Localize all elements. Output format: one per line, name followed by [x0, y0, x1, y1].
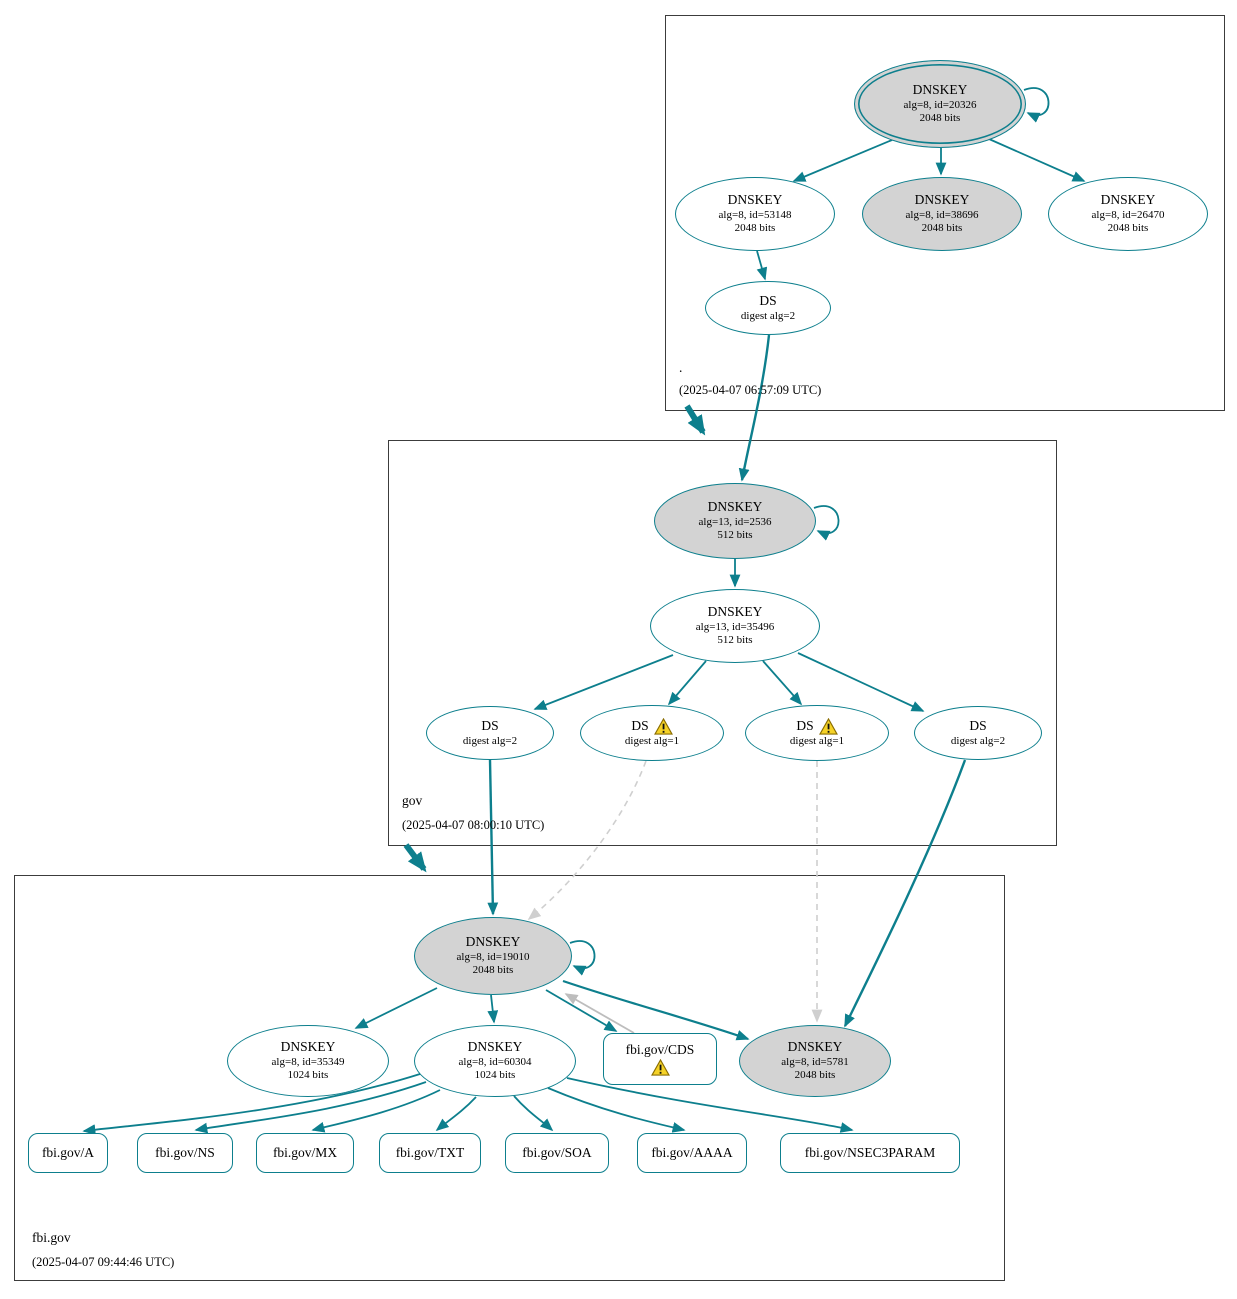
ds-node-gov-3[interactable]: DS digest alg=1: [745, 705, 889, 761]
rrset-fbi-gov-mx[interactable]: fbi.gov/MX: [256, 1133, 354, 1173]
warning-icon: [653, 717, 673, 735]
dnskey-detail: alg=8, id=20326: [903, 98, 977, 111]
rrset-fbi-gov-txt[interactable]: fbi.gov/TXT: [379, 1133, 481, 1173]
zone-timestamp-gov: (2025-04-07 08:00:10 UTC): [402, 818, 545, 832]
ds-detail: digest alg=1: [789, 734, 845, 747]
dnskey-bits: 2048 bits: [921, 222, 963, 235]
zone-label-fbi: fbi.gov: [32, 1230, 71, 1245]
dnskey-bits: 2048 bits: [472, 964, 514, 977]
warning-icon: [650, 1058, 670, 1076]
dnskey-title: DNSKEY: [1100, 191, 1156, 207]
ds-detail: digest alg=2: [740, 309, 796, 322]
dnskey-detail: alg=8, id=19010: [456, 950, 530, 963]
dnskey-title: DNSKEY: [912, 81, 968, 97]
rrset-fbi-gov-aaaa[interactable]: fbi.gov/AAAA: [637, 1133, 747, 1173]
dnskey-title: DNSKEY: [280, 1038, 336, 1054]
dnskey-detail: alg=13, id=2536: [698, 515, 772, 528]
dnskey-node-53148[interactable]: DNSKEY alg=8, id=53148 2048 bits: [675, 177, 835, 251]
dnskey-detail: alg=8, id=38696: [905, 208, 979, 221]
rrset-fbi-gov-ns[interactable]: fbi.gov/NS: [137, 1133, 233, 1173]
ds-node-gov-4[interactable]: DS digest alg=2: [914, 706, 1042, 760]
dnskey-title: DNSKEY: [467, 1038, 523, 1054]
dnskey-title: DNSKEY: [727, 191, 783, 207]
dnskey-node-60304[interactable]: DNSKEY alg=8, id=60304 1024 bits: [414, 1025, 576, 1097]
ds-node-root[interactable]: DS digest alg=2: [705, 281, 831, 335]
dnskey-bits: 2048 bits: [794, 1069, 836, 1082]
ds-title: DS: [481, 717, 499, 733]
dnskey-node-35496[interactable]: DNSKEY alg=13, id=35496 512 bits: [650, 589, 820, 663]
zone-label-root: .: [679, 360, 683, 375]
ds-detail: digest alg=2: [462, 734, 518, 747]
dnskey-node-2536[interactable]: DNSKEY alg=13, id=2536 512 bits: [654, 483, 816, 559]
dnskey-bits: 2048 bits: [734, 222, 776, 235]
dnskey-detail: alg=8, id=5781: [781, 1055, 849, 1068]
dnskey-title: DNSKEY: [787, 1038, 843, 1054]
dnskey-bits: 512 bits: [717, 634, 753, 647]
ds-detail: digest alg=2: [950, 734, 1006, 747]
dnskey-detail: alg=8, id=35349: [271, 1055, 345, 1068]
dnskey-title: DNSKEY: [707, 498, 763, 514]
dnskey-bits: 2048 bits: [1107, 222, 1149, 235]
ds-detail: digest alg=1: [624, 734, 680, 747]
dnskey-bits: 2048 bits: [919, 112, 961, 125]
edge-delegation-gov-fbi: [403, 843, 427, 873]
ds-node-gov-1[interactable]: DS digest alg=2: [426, 706, 554, 760]
ds-title: DS: [759, 292, 777, 308]
zone-label-gov: gov: [402, 793, 423, 808]
dnskey-bits: 1024 bits: [474, 1069, 516, 1082]
ds-title: DS: [796, 717, 814, 733]
rrset-fbi-gov-nsec3param[interactable]: fbi.gov/NSEC3PARAM: [780, 1133, 960, 1173]
dnskey-detail: alg=8, id=53148: [718, 208, 792, 221]
dnskey-title: DNSKEY: [707, 603, 763, 619]
ds-title: DS: [631, 717, 649, 733]
dnskey-title: DNSKEY: [914, 191, 970, 207]
cds-title: fbi.gov/CDS: [625, 1042, 695, 1058]
rrset-fbi-gov-soa[interactable]: fbi.gov/SOA: [505, 1133, 609, 1173]
zone-box-root: [665, 15, 1225, 411]
zone-timestamp-root: (2025-04-07 06:57:09 UTC): [679, 383, 822, 397]
ds-title: DS: [969, 717, 987, 733]
dnskey-node-19010[interactable]: DNSKEY alg=8, id=19010 2048 bits: [414, 917, 572, 995]
dnskey-bits: 512 bits: [717, 529, 753, 542]
zone-box-gov: [388, 440, 1057, 846]
dnskey-node-38696[interactable]: DNSKEY alg=8, id=38696 2048 bits: [862, 177, 1022, 251]
warning-icon: [818, 717, 838, 735]
dnskey-detail: alg=8, id=26470: [1091, 208, 1165, 221]
dnskey-title: DNSKEY: [465, 933, 521, 949]
dnskey-node-20326[interactable]: DNSKEY alg=8, id=20326 2048 bits: [854, 60, 1026, 148]
rrset-fbi-gov-a[interactable]: fbi.gov/A: [28, 1133, 108, 1173]
dnskey-detail: alg=8, id=60304: [458, 1055, 532, 1068]
dnskey-node-26470[interactable]: DNSKEY alg=8, id=26470 2048 bits: [1048, 177, 1208, 251]
ds-node-gov-2[interactable]: DS digest alg=1: [580, 705, 724, 761]
zone-timestamp-fbi: (2025-04-07 09:44:46 UTC): [32, 1255, 175, 1269]
dnskey-bits: 1024 bits: [287, 1069, 329, 1082]
cds-node[interactable]: fbi.gov/CDS: [603, 1033, 717, 1085]
dnskey-detail: alg=13, id=35496: [695, 620, 775, 633]
zone-box-fbi: [14, 875, 1005, 1281]
dnskey-node-35349[interactable]: DNSKEY alg=8, id=35349 1024 bits: [227, 1025, 389, 1097]
dnskey-node-5781[interactable]: DNSKEY alg=8, id=5781 2048 bits: [739, 1025, 891, 1097]
